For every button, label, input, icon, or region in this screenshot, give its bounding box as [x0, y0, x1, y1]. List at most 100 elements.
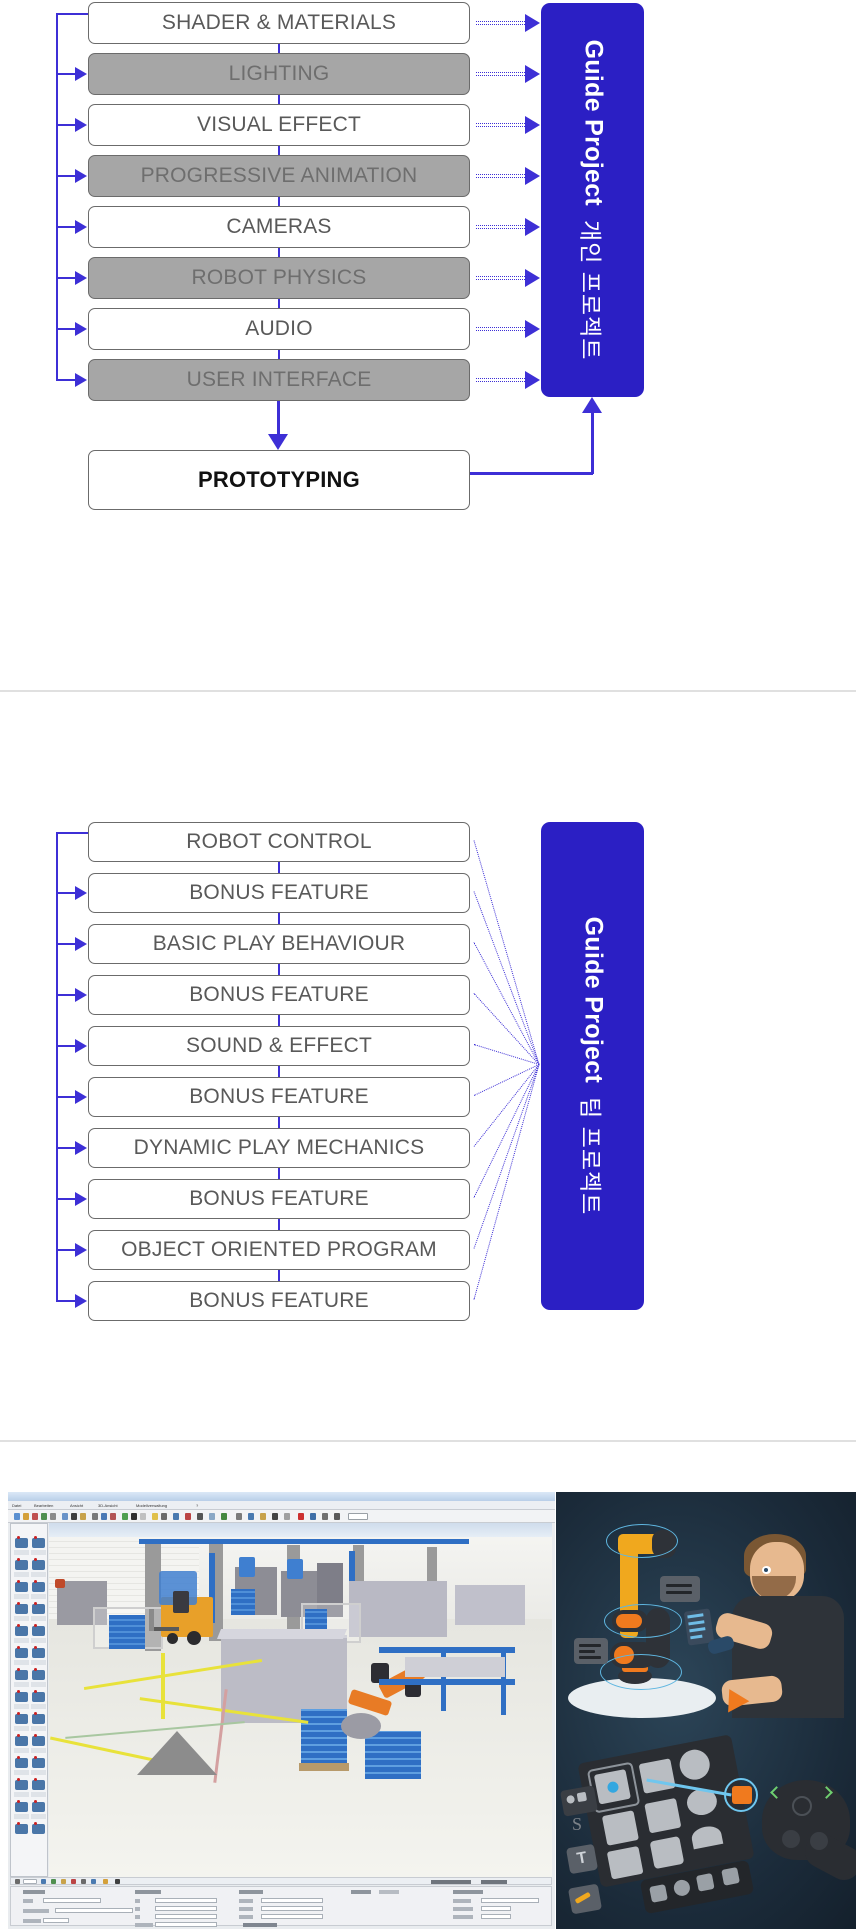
process-node[interactable]: AUDIO [88, 308, 470, 350]
prototyping-arrowhead [268, 434, 288, 450]
feature-node[interactable]: BONUS FEATURE [88, 1179, 470, 1219]
node-chain-link [278, 350, 280, 359]
feature-node[interactable]: DYNAMIC PLAY MECHANICS [88, 1128, 470, 1168]
vr-floating-icon-robot [567, 1883, 603, 1915]
node-chain-link [278, 1015, 280, 1026]
node-chain-link [278, 913, 280, 924]
panel-dotted-link [476, 225, 527, 229]
bus-feeder-arrowhead [75, 988, 87, 1002]
feature-node-label: BASIC PLAY BEHAVIOUR [152, 932, 406, 955]
prototyping-node[interactable]: PROTOTYPING [88, 450, 470, 510]
process-node-label: PROGRESSIVE ANIMATION [140, 164, 418, 187]
bus-feeder-arrowhead [75, 1192, 87, 1206]
cad-viewport-statusbar [10, 1877, 552, 1885]
cad-3d-viewport[interactable] [49, 1523, 552, 1877]
panel-dotted-link [476, 174, 527, 178]
project-panel-korean: 개인 프로젝트 [577, 220, 604, 361]
panel-dotted-link [476, 378, 527, 382]
node-chain-link [278, 1168, 280, 1179]
bus-feeder-line [56, 892, 76, 894]
panel-link-arrowhead [525, 65, 540, 83]
feature-node[interactable]: OBJECT ORIENTED PROGRAM [88, 1230, 470, 1270]
bus-feeder-line [56, 175, 76, 177]
feature-node-label: BONUS FEATURE [189, 1289, 369, 1312]
panel-converging-link [473, 1064, 540, 1249]
node-chain-link [278, 862, 280, 873]
vr-person-pupil [764, 1568, 768, 1572]
feature-node[interactable]: BONUS FEATURE [88, 1281, 470, 1321]
feature-node[interactable]: SOUND & EFFECT [88, 1026, 470, 1066]
panel-link-arrowhead [525, 371, 540, 389]
bus-feeder-line [56, 1198, 76, 1200]
project-panel-label: Guide Project 팀 프로젝트 [541, 822, 644, 1310]
node-chain-link [278, 146, 280, 155]
panel-dotted-link [476, 123, 527, 127]
bus-feeder-line [56, 1249, 76, 1251]
feedback-arrowhead [581, 397, 602, 413]
feature-node[interactable]: BONUS FEATURE [88, 1077, 470, 1117]
project-panel-korean: 팀 프로젝트 [577, 1097, 604, 1216]
bus-top-stub [56, 832, 88, 834]
cad-toolbar[interactable] [8, 1510, 555, 1523]
feature-node[interactable]: BONUS FEATURE [88, 873, 470, 913]
project-panel[interactable]: Guide Project 팀 프로젝트 [541, 822, 644, 1310]
panel-dotted-link [476, 72, 527, 76]
bus-feeder-line [56, 328, 76, 330]
process-node[interactable]: SHADER & MATERIALS [88, 2, 470, 44]
project-panel-label: Guide Project 개인 프로젝트 [541, 3, 644, 397]
vr-highlight-ring [606, 1524, 678, 1558]
bus-feeder-line [56, 277, 76, 279]
process-node-label: ROBOT PHYSICS [191, 266, 367, 289]
feature-node-label: BONUS FEATURE [189, 1085, 369, 1108]
process-node[interactable]: VISUAL EFFECT [88, 104, 470, 146]
process-node[interactable]: LIGHTING [88, 53, 470, 95]
project-panel-english: Guide Project [579, 39, 607, 207]
bus-feeder-line [56, 1096, 76, 1098]
process-node[interactable]: ROBOT PHYSICS [88, 257, 470, 299]
bus-feeder-line [56, 226, 76, 228]
bus-feeder-line [56, 1147, 76, 1149]
node-chain-link [278, 964, 280, 975]
panel-link-arrowhead [525, 116, 540, 134]
section-divider-1 [0, 690, 856, 692]
vr-orange-cube [732, 1786, 752, 1804]
bus-feeder-arrowhead [75, 1090, 87, 1104]
panel-link-arrowhead [525, 320, 540, 338]
project-panel-english: Guide Project [579, 916, 607, 1084]
vr-floating-icon-curve: S [572, 1814, 583, 1834]
bus-feeder-line [56, 73, 76, 75]
feature-node-label: SOUND & EFFECT [186, 1034, 372, 1057]
feature-node[interactable]: ROBOT CONTROL [88, 822, 470, 862]
bus-feeder-arrowhead [75, 322, 87, 336]
process-node[interactable]: PROGRESSIVE ANIMATION [88, 155, 470, 197]
vr-beam-endpoint [724, 1778, 758, 1812]
bus-feeder-line [56, 994, 76, 996]
bus-feeder-arrowhead [75, 271, 87, 285]
bus-feeder-arrowhead [75, 1141, 87, 1155]
process-node-label: CAMERAS [226, 215, 332, 238]
panel-link-arrowhead [525, 14, 540, 32]
process-node-label: VISUAL EFFECT [196, 113, 362, 136]
node-chain-link [278, 299, 280, 308]
vr-label-bubble [574, 1638, 608, 1664]
bus-feeder-arrowhead [75, 1243, 87, 1257]
project-panel[interactable]: Guide Project 개인 프로젝트 [541, 3, 644, 397]
node-chain-link [278, 44, 280, 53]
feature-node[interactable]: BONUS FEATURE [88, 975, 470, 1015]
feature-node[interactable]: BASIC PLAY BEHAVIOUR [88, 924, 470, 964]
bus-feeder-arrowhead [75, 118, 87, 132]
process-node[interactable]: CAMERAS [88, 206, 470, 248]
panel-converging-link [473, 1064, 540, 1147]
cad-titlebar [8, 1492, 555, 1501]
process-node[interactable]: USER INTERFACE [88, 359, 470, 401]
feature-node-label: BONUS FEATURE [189, 881, 369, 904]
feature-node-label: OBJECT ORIENTED PROGRAM [121, 1238, 437, 1261]
panel-dotted-link [476, 327, 527, 331]
bus-feeder-line [56, 124, 76, 126]
bus-feeder-line [56, 1045, 76, 1047]
bus-feeder-line [56, 943, 76, 945]
cad-property-panel[interactable] [10, 1886, 552, 1927]
bus-feeder-arrowhead [75, 169, 87, 183]
cad-component-palette[interactable] [10, 1523, 48, 1877]
